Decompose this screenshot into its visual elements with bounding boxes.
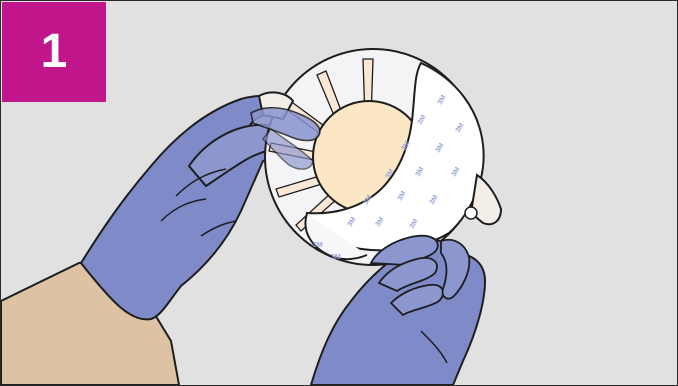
step-badge: 1 [2,2,106,102]
step-number: 1 [41,28,68,76]
svg-text:3M: 3M [313,242,323,249]
svg-text:3M: 3M [331,254,341,261]
